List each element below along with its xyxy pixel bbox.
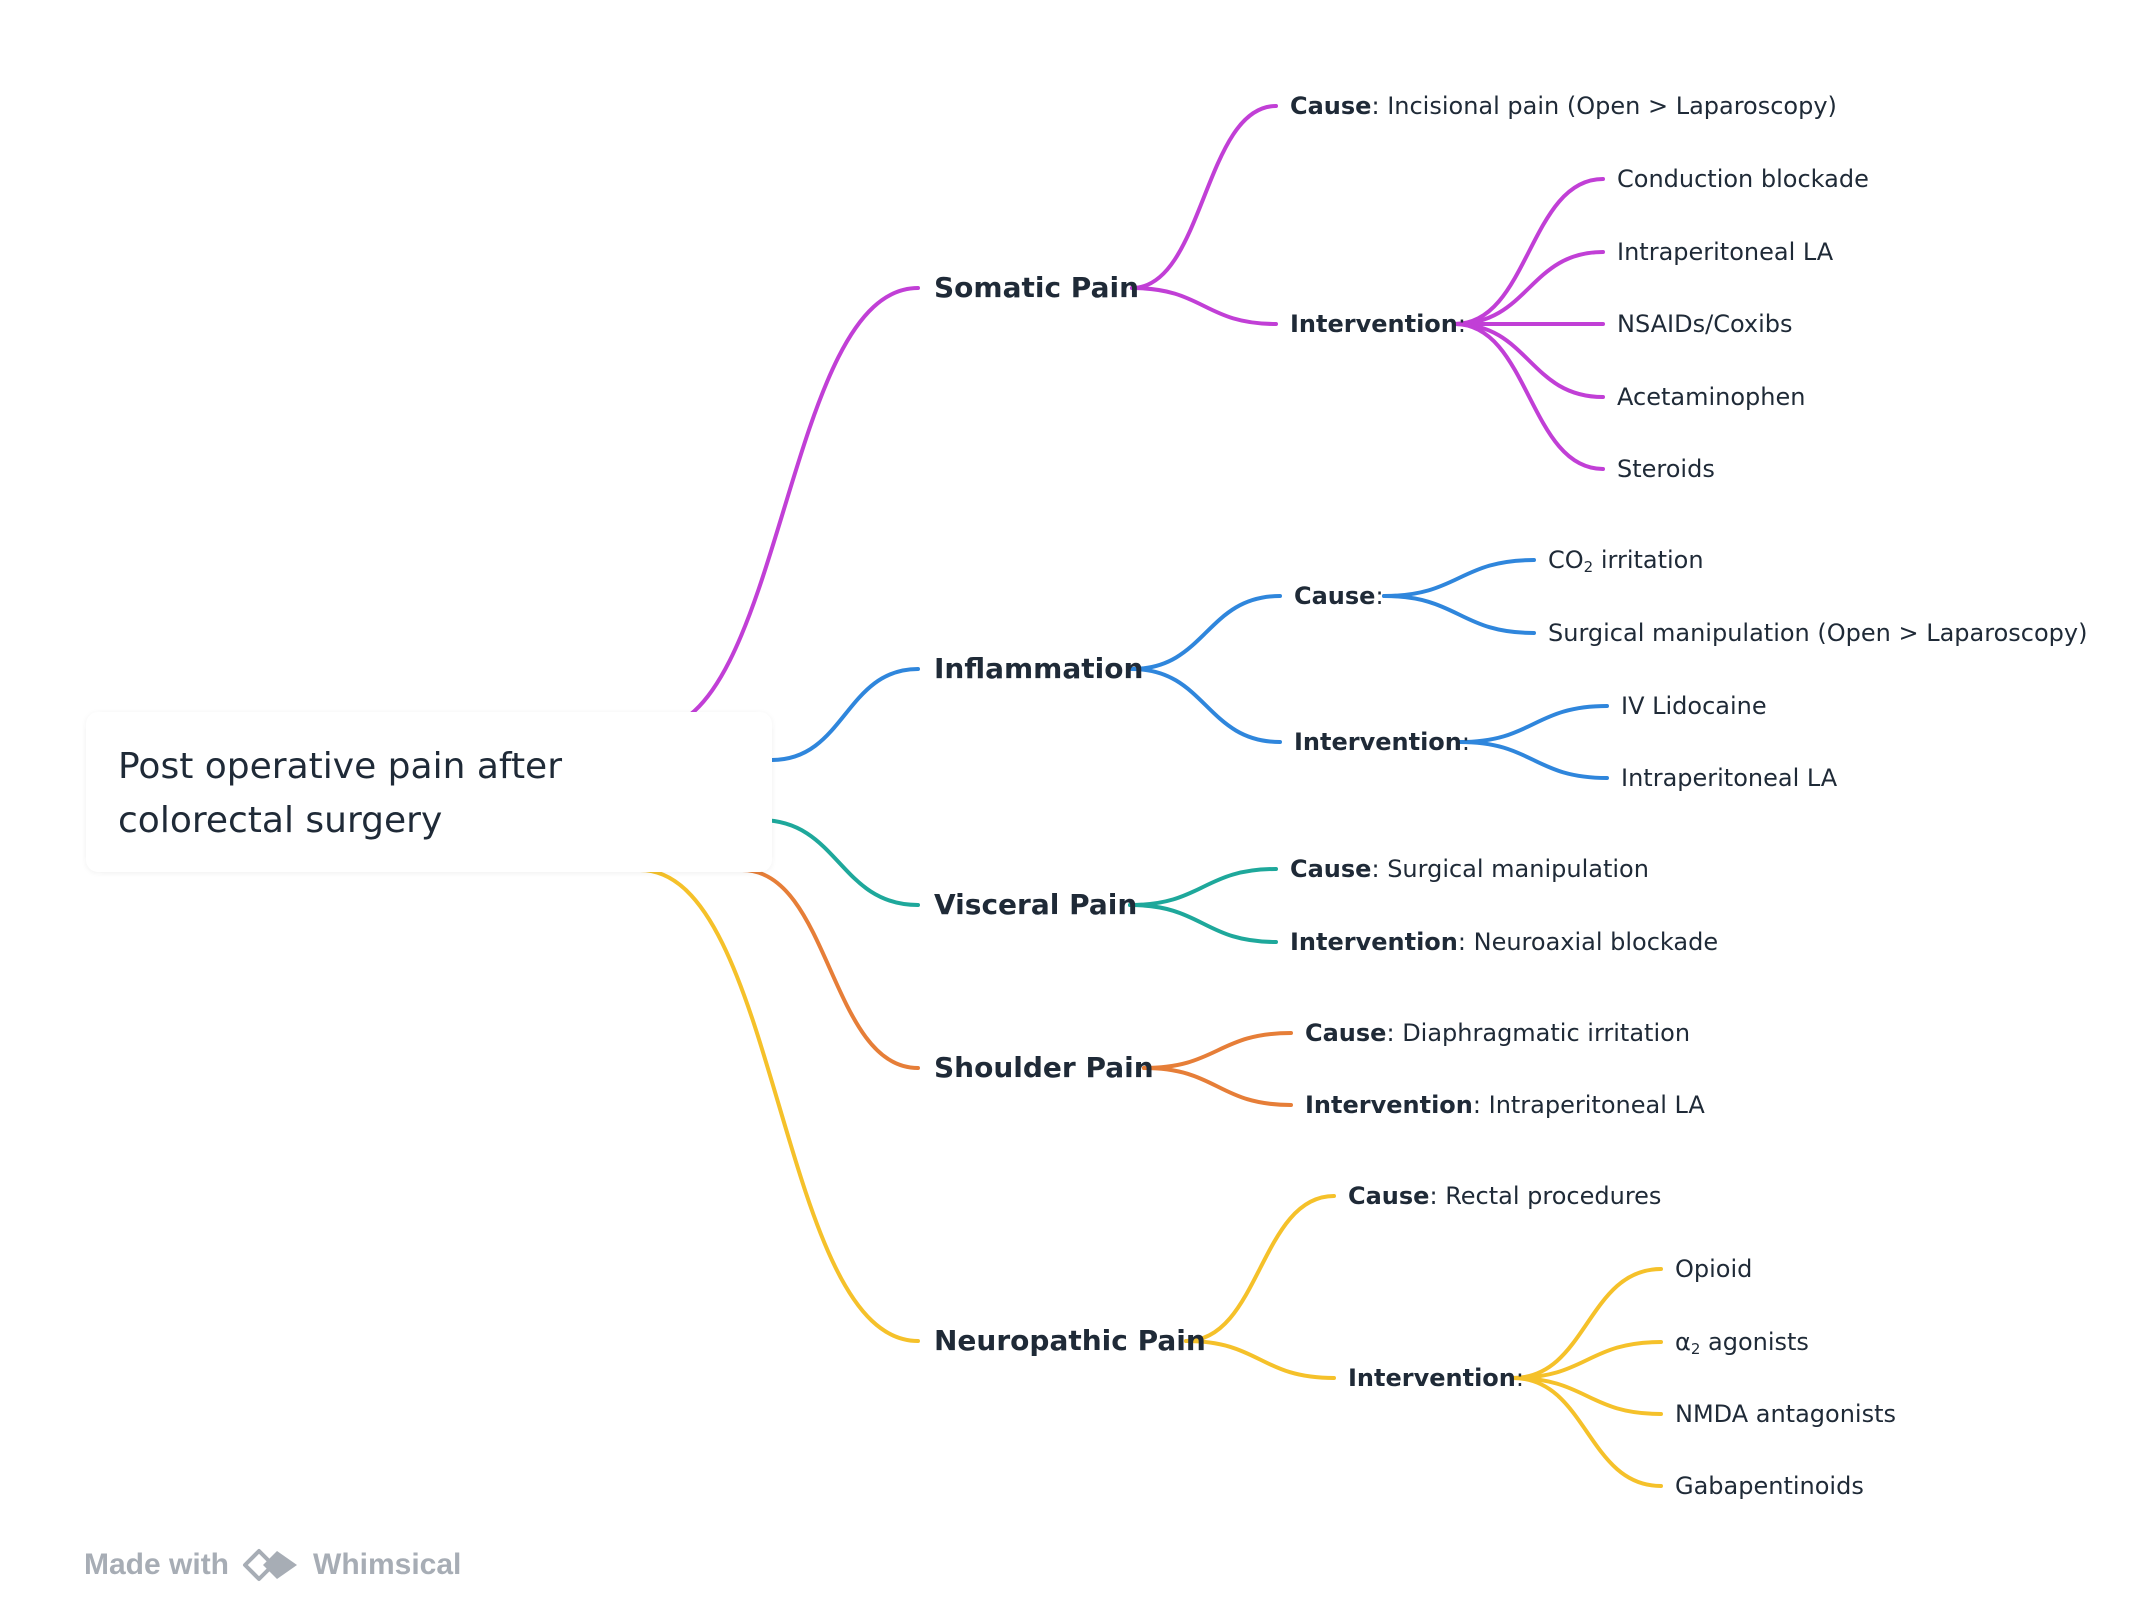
inflammation-cause-item[interactable]: Surgical manipulation (Open > Laparoscop… bbox=[1548, 619, 2088, 647]
neuropathic-cause-text: Rectal procedures bbox=[1445, 1182, 1662, 1210]
neuropathic-cause-node[interactable]: Cause: Rectal procedures bbox=[1348, 1182, 1662, 1210]
made-with-whimsical-badge[interactable]: Made with Whimsical bbox=[84, 1540, 461, 1590]
whimsical-brand-label: Whimsical bbox=[313, 1548, 462, 1581]
visceral-intervention-label: Intervention bbox=[1290, 928, 1458, 956]
root-title: Post operative pain after colorectal sur… bbox=[118, 746, 563, 841]
shoulder-intervention-label: Intervention bbox=[1305, 1091, 1473, 1119]
branch-somatic-pain[interactable]: Somatic Pain bbox=[934, 271, 1139, 304]
inflammation-intervention-item[interactable]: Intraperitoneal LA bbox=[1621, 764, 1838, 792]
inflammation-cause-label: Cause bbox=[1294, 582, 1376, 610]
somatic-cause-label: Cause bbox=[1290, 92, 1372, 120]
somatic-intervention-label: Intervention bbox=[1290, 310, 1458, 338]
somatic-intervention-item[interactable]: NSAIDs/Coxibs bbox=[1617, 310, 1793, 338]
connector-inflammation-cause bbox=[1130, 594, 1282, 671]
inflammation-cause-node[interactable]: Cause: bbox=[1294, 582, 1384, 610]
neuropathic-intervention-item[interactable]: NMDA antagonists bbox=[1675, 1400, 1897, 1428]
branch-inflammation[interactable]: Inflammation bbox=[934, 652, 1144, 685]
visceral-cause-label: Cause bbox=[1290, 855, 1372, 883]
neuropathic-cause-label: Cause bbox=[1348, 1182, 1430, 1210]
root-node[interactable]: Post operative pain after colorectal sur… bbox=[86, 712, 772, 872]
neuropathic-intervention-node[interactable]: Intervention: bbox=[1348, 1364, 1524, 1392]
shoulder-cause-node[interactable]: Cause: Diaphragmatic irritation bbox=[1305, 1019, 1691, 1047]
connector-visceral-intervention bbox=[1128, 903, 1278, 944]
connector-neuropathic-item bbox=[1511, 1376, 1663, 1488]
connector-neuropathic bbox=[638, 868, 920, 1343]
connector-somatic bbox=[648, 286, 920, 732]
inflammation-cause-item[interactable]: CO2 irritation bbox=[1548, 546, 1704, 576]
connector-neuropathic-item bbox=[1511, 1376, 1663, 1416]
connector-somatic-item bbox=[1453, 322, 1605, 471]
connector-neuropathic-item bbox=[1511, 1267, 1663, 1380]
neuropathic-intervention-label: Intervention bbox=[1348, 1364, 1516, 1392]
connector-somatic-item bbox=[1453, 322, 1605, 399]
somatic-intervention-node[interactable]: Intervention: bbox=[1290, 310, 1466, 338]
somatic-cause-text: Incisional pain (Open > Laparoscopy) bbox=[1387, 92, 1837, 120]
inflammation-intervention-item[interactable]: IV Lidocaine bbox=[1621, 692, 1767, 720]
connector-somatic-item bbox=[1453, 250, 1605, 326]
connector-inflammation-intervention bbox=[1130, 667, 1282, 744]
connector-somatic-intervention bbox=[1130, 286, 1278, 326]
neuropathic-intervention-item[interactable]: Gabapentinoids bbox=[1675, 1472, 1864, 1500]
connector-inflammation-cause-item bbox=[1382, 558, 1536, 598]
somatic-intervention-item[interactable]: Acetaminophen bbox=[1617, 383, 1806, 411]
inflammation-intervention-label: Intervention bbox=[1294, 728, 1462, 756]
connector-inflammation-item bbox=[1458, 704, 1609, 744]
somatic-intervention-item[interactable]: Intraperitoneal LA bbox=[1617, 238, 1834, 266]
connector-neuropathic-cause bbox=[1184, 1194, 1336, 1343]
connector-neuropathic-intervention bbox=[1184, 1339, 1336, 1380]
branch-neuropathic-pain[interactable]: Neuropathic Pain bbox=[934, 1324, 1206, 1357]
somatic-intervention-item[interactable]: Conduction blockade bbox=[1617, 165, 1869, 193]
neuropathic-intervention-item[interactable]: Opioid bbox=[1675, 1255, 1753, 1283]
visceral-intervention-text: Neuroaxial blockade bbox=[1473, 928, 1719, 956]
connector-inflammation-cause-item bbox=[1382, 594, 1536, 635]
branch-shoulder-pain[interactable]: Shoulder Pain bbox=[934, 1051, 1154, 1084]
shoulder-intervention-node[interactable]: Intervention: Intraperitoneal LA bbox=[1305, 1091, 1705, 1119]
visceral-cause-text: Surgical manipulation bbox=[1387, 855, 1649, 883]
shoulder-cause-label: Cause bbox=[1305, 1019, 1387, 1047]
connector-somatic-cause bbox=[1130, 104, 1278, 290]
inflammation-intervention-node[interactable]: Intervention: bbox=[1294, 728, 1470, 756]
visceral-cause-node[interactable]: Cause: Surgical manipulation bbox=[1290, 855, 1649, 883]
connector-shoulder bbox=[740, 868, 920, 1070]
connector-visceral bbox=[758, 818, 920, 907]
shoulder-cause-text: Diaphragmatic irritation bbox=[1402, 1019, 1691, 1047]
neuropathic-intervention-item[interactable]: α2 agonists bbox=[1675, 1328, 1809, 1358]
somatic-cause-node[interactable]: Cause: Incisional pain (Open > Laparosco… bbox=[1290, 92, 1837, 120]
shoulder-intervention-text: Intraperitoneal LA bbox=[1488, 1091, 1705, 1119]
connector-visceral-cause bbox=[1128, 867, 1278, 907]
whimsical-logo-icon bbox=[243, 1549, 298, 1581]
connector-inflammation-item bbox=[1458, 740, 1609, 780]
branch-visceral-pain[interactable]: Visceral Pain bbox=[934, 888, 1138, 921]
connector-shoulder-cause bbox=[1142, 1031, 1293, 1070]
connector-inflammation bbox=[770, 667, 920, 762]
made-with-label: Made with bbox=[84, 1548, 230, 1581]
visceral-intervention-node[interactable]: Intervention: Neuroaxial blockade bbox=[1290, 928, 1719, 956]
somatic-intervention-item[interactable]: Steroids bbox=[1617, 455, 1715, 483]
connector-somatic-item bbox=[1453, 177, 1605, 326]
connector-neuropathic-item bbox=[1511, 1340, 1663, 1380]
connector-shoulder-intervention bbox=[1142, 1066, 1293, 1107]
